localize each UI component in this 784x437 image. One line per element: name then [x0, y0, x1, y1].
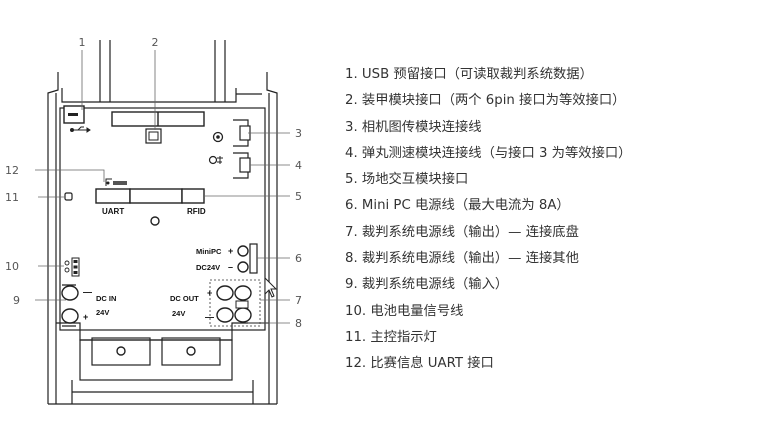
- legend-item-camera: 3. 相机图传模块连接线: [345, 119, 482, 135]
- callout-12: 12: [5, 164, 19, 177]
- board-screw-hole: [150, 216, 160, 226]
- dc-in-voltage-label: 24V: [96, 308, 109, 317]
- dc-out-minus-sign: —: [205, 312, 214, 322]
- dc-out-ports: [209, 279, 261, 327]
- mount-hole-left: [116, 346, 126, 356]
- legend-item-armor: 2. 装甲模块接口（两个 6pin 接口为等效接口）: [345, 93, 626, 109]
- callout-3: 3: [295, 127, 302, 140]
- usb-icon: [70, 126, 91, 133]
- usb-port: [63, 105, 85, 124]
- legend-item-speed-monitor: 4. 弹丸测速模块连接线（与接口 3 为等效接口）: [345, 145, 632, 161]
- legend-item-power-out-other: 8. 裁判系统电源线（输出）— 连接其他: [345, 251, 579, 267]
- legend-item-battery-signal: 10. 电池电量信号线: [345, 303, 464, 319]
- component-legend: 1. USB 预留接口（可读取裁判系统数据） 2. 装甲模块接口（两个 6pin…: [345, 62, 775, 378]
- dc-out-label: DC OUT: [170, 294, 199, 303]
- battery-level-connector: [64, 257, 80, 277]
- dc-in-minus-sign: —: [83, 287, 92, 297]
- armor-module-connectors: [111, 111, 205, 144]
- callout-4: 4: [295, 159, 302, 172]
- dc-in-label: DC IN: [96, 294, 116, 303]
- minipc-label: MiniPC: [196, 247, 222, 256]
- module-housing: [47, 40, 278, 405]
- uart-rfid-connector: [95, 178, 205, 204]
- legend-item-usb: 1. USB 预留接口（可读取裁判系统数据）: [345, 67, 593, 82]
- callout-2: 2: [152, 36, 159, 49]
- callout-10: 10: [5, 260, 19, 273]
- legend-item-minipc-power: 6. Mini PC 电源线（最大电流为 8A）: [345, 198, 570, 214]
- minipc-power-ports: [237, 243, 258, 274]
- dc-in-ports: [61, 284, 79, 327]
- legend-item-uart: 12. 比赛信息 UART 接口: [345, 356, 494, 372]
- legend-item-field-interaction: 5. 场地交互模块接口: [345, 172, 469, 188]
- minipc-plus-sign: +: [228, 246, 233, 256]
- speed-monitor-port: [208, 152, 251, 179]
- callout-9: 9: [13, 294, 20, 307]
- dc24v-label: DC24V: [196, 263, 220, 272]
- legend-item-power-in: 9. 裁判系统电源线（输入）: [345, 277, 509, 293]
- uart-label: UART: [102, 207, 124, 216]
- callout-7: 7: [295, 294, 302, 307]
- callout-6: 6: [295, 252, 302, 265]
- callout-8: 8: [295, 317, 302, 330]
- legend-item-power-out-chassis: 7. 裁判系统电源线（输出）— 连接底盘: [345, 224, 579, 240]
- camera-transmitter-port: [212, 119, 251, 147]
- callout-1: 1: [79, 36, 86, 49]
- legend-item-indicator-led: 11. 主控指示灯: [345, 329, 437, 345]
- dc-out-voltage-label: 24V: [172, 309, 185, 318]
- rfid-label: RFID: [187, 207, 206, 216]
- main-indicator-led: [64, 192, 73, 201]
- mount-hole-right: [186, 346, 196, 356]
- pointer-cursor-icon: [264, 276, 278, 298]
- dc-in-plus-sign: +: [83, 312, 88, 322]
- callout-11: 11: [5, 191, 19, 204]
- dc-out-plus-sign: +: [207, 288, 212, 298]
- callout-leader-lines: [35, 50, 290, 324]
- dc24v-minus-sign: –: [228, 262, 233, 272]
- callout-5: 5: [295, 190, 302, 203]
